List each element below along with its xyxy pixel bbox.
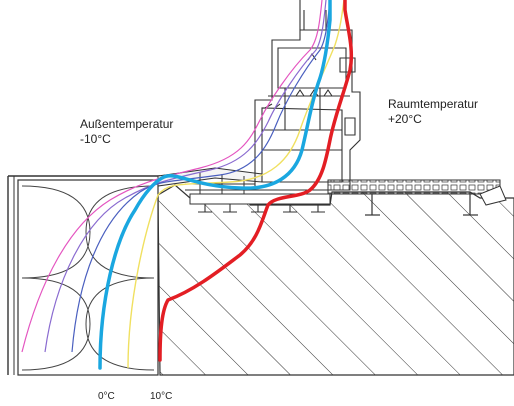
outside-temperature-title: Außentemperatur — [80, 117, 174, 131]
concrete-wall — [157, 184, 514, 376]
isotherm-navy — [71, 0, 331, 353]
room-temperature-label: Raumtemperatur +20°C — [388, 97, 478, 127]
room-temperature-value: +20°C — [388, 112, 422, 126]
isotherm-inside — [158, 0, 354, 362]
isotherm-violet — [44, 0, 327, 353]
isotherm-0c — [98, 0, 332, 370]
room-temperature-title: Raumtemperatur — [388, 97, 479, 111]
isotherm-pink — [21, 0, 323, 353]
isotherm-10c-label: 10°C — [150, 391, 173, 402]
outside-temperature-value: -10°C — [80, 132, 111, 146]
isotherm-0c-label: 0°C — [98, 391, 115, 402]
outside-temperature-label: Außentemperatur -10°C — [80, 117, 173, 147]
isotherm-10c — [127, 0, 345, 369]
internal-window-board — [327, 179, 507, 216]
fixing-rail — [185, 172, 331, 213]
